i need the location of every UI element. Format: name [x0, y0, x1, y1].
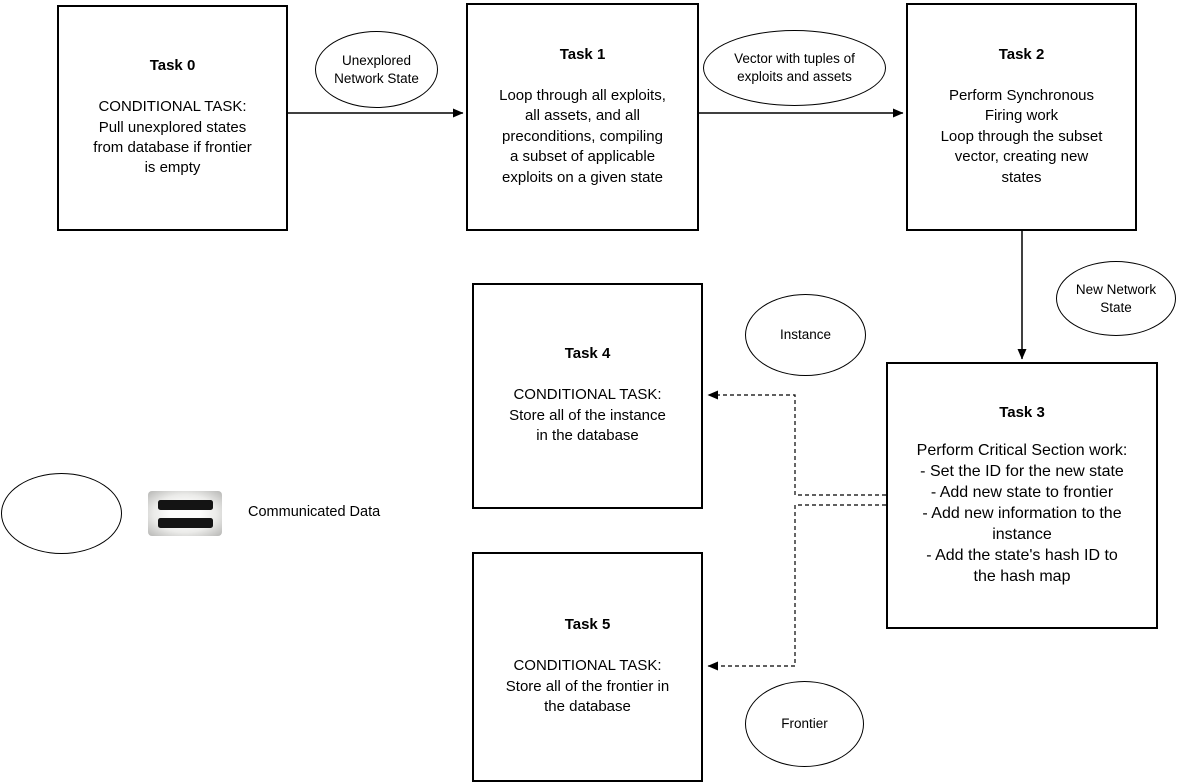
- task2-box: Task 2 Perform Synchronous Firing work L…: [906, 3, 1137, 231]
- task5-description: CONDITIONAL TASK: Store all of the front…: [505, 657, 670, 716]
- task5-box: Task 5 CONDITIONAL TASK: Store all of th…: [472, 552, 703, 782]
- frontier-ellipse: Frontier: [745, 681, 864, 767]
- vector-tuples-ellipse: Vector with tuples of exploits and asset…: [703, 30, 886, 106]
- task1-title: Task 1: [559, 46, 606, 64]
- task5-title: Task 5: [564, 616, 611, 634]
- task4-description: CONDITIONAL TASK: Store all of the insta…: [509, 386, 666, 445]
- task2-description: Perform Synchronous Firing work Loop thr…: [940, 87, 1103, 186]
- legend-ellipse-symbol: [1, 473, 122, 554]
- task4-title: Task 4: [564, 345, 611, 363]
- task1-box: Task 1 Loop through all exploits, all as…: [466, 3, 699, 231]
- new-network-state-ellipse: New Network State: [1056, 261, 1176, 336]
- equals-bar-bottom: [157, 517, 213, 528]
- task0-title: Task 0: [149, 57, 196, 75]
- task1-description: Loop through all exploits, all assets, a…: [499, 87, 666, 186]
- task3-description: Perform Critical Section work: - Set the…: [916, 441, 1128, 586]
- task0-description: CONDITIONAL TASK: Pull unexplored states…: [93, 98, 252, 177]
- task2-title: Task 2: [998, 46, 1045, 64]
- unexplored-network-state-ellipse: Unexplored Network State: [315, 31, 438, 108]
- dashed-arrow-task3-to-task4: [707, 390, 886, 496]
- task3-title: Task 3: [999, 403, 1045, 421]
- dashed-arrow-task3-to-task5: [707, 504, 886, 671]
- task0-box: Task 0 CONDITIONAL TASK: Pull unexplored…: [57, 5, 288, 231]
- equals-bar-top: [157, 499, 213, 510]
- task3-box: Task 3 Perform Critical Section work: - …: [886, 362, 1158, 629]
- instance-ellipse: Instance: [745, 294, 866, 376]
- legend-label: Communicated Data: [248, 504, 381, 520]
- equals-sign-icon: [148, 491, 222, 536]
- task4-box: Task 4 CONDITIONAL TASK: Store all of th…: [472, 283, 703, 509]
